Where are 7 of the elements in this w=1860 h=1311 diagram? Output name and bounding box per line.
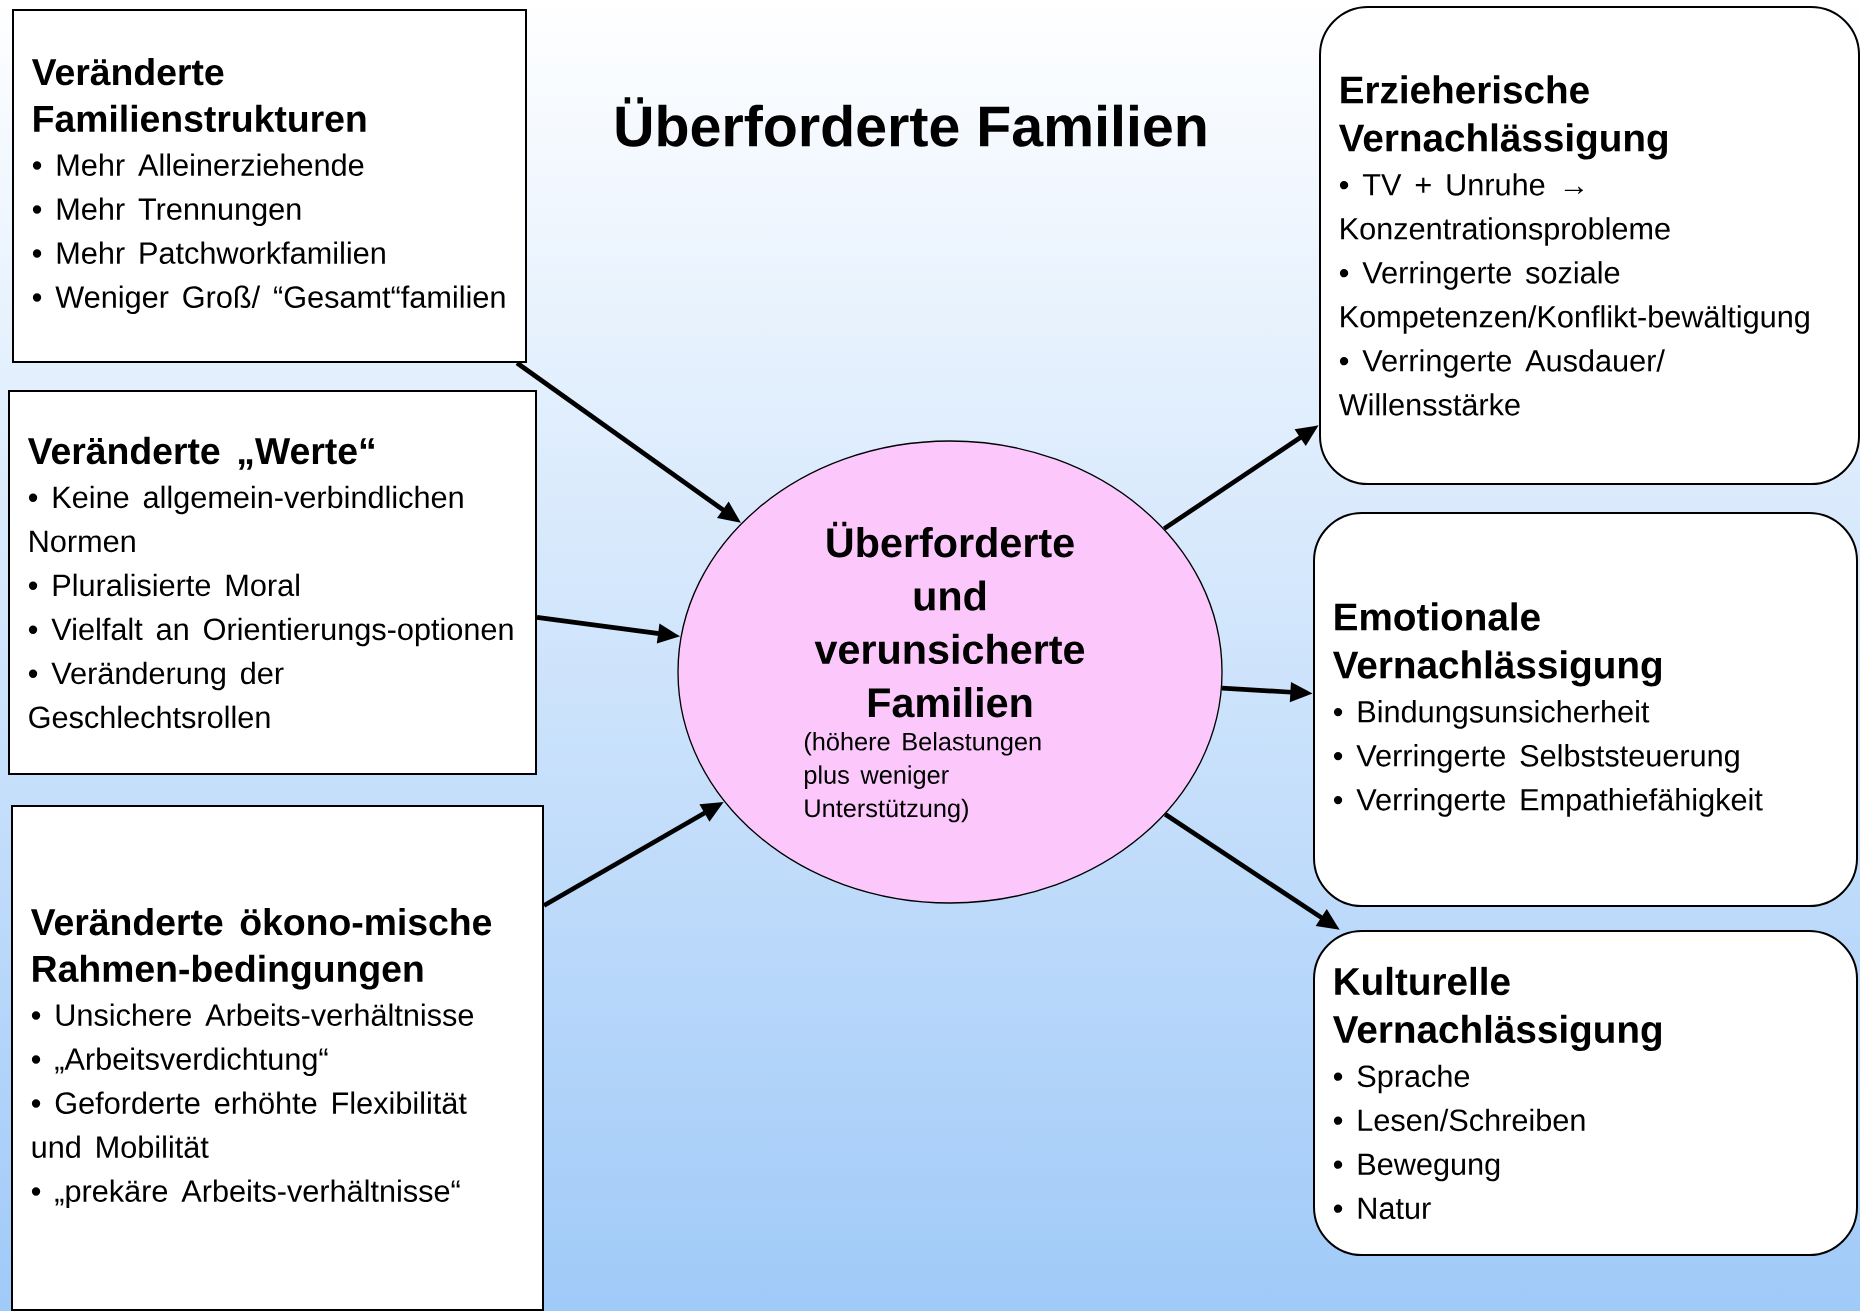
text-box: Veränderte ökono-mische Rahmen-bedingungen • Unsichere Arbeits-verhältnisse • „Arbeitsverdichtung“ • Geforderte erhöhte Flexibilität und Mobilität • „prekäre Arbeits-verhältnisse“	[11, 805, 544, 1311]
text-box: Veränderte „Werte“ • Keine allgemein-verbindlichen Normen • Pluralisierte Moral • Vielfalt an Orientierungs-optionen • Veränderung der Geschlechtsrollen	[8, 390, 537, 775]
text-box: Kulturelle Vernachlässigung • Sprache • Lesen/Schreiben • Bewegung • Natur	[1313, 930, 1858, 1256]
text-box: Veränderte Familienstrukturen • Mehr Alleinerziehende • Mehr Trennungen • Mehr Patchworkfamilien • Weniger Groß/ “Gesamt“familien	[12, 9, 527, 363]
title: Überforderte Familien	[616, 97, 1206, 147]
text-box: Erzieherische Vernachlässigung • TV + Unruhe → Konzentrationsprobleme • Verringerte soziale Kompetenzen/Konflikt-bewältigung • Verringerte Ausdauer/ Willensstärke	[1319, 6, 1860, 485]
text-box: Emotionale Vernachlässigung • Bindungsunsicherheit • Verringerte Selbststeuerung • Verringerte Empathiefähigkeit	[1313, 512, 1858, 907]
